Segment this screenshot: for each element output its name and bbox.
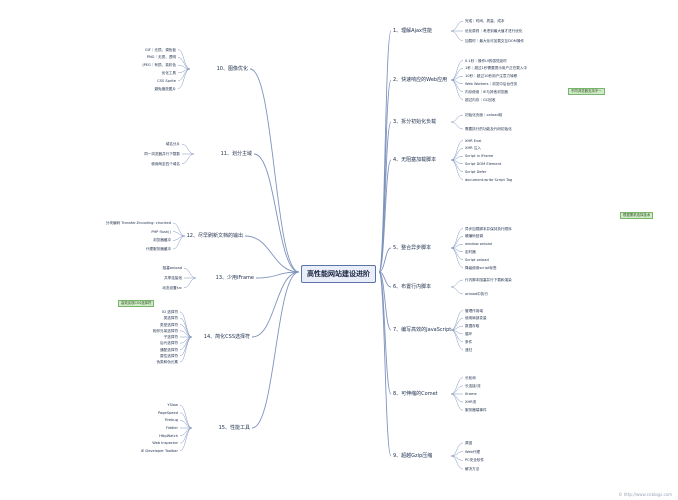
branch-efficient-js[interactable]: 7、编写高效的JavaScript (393, 327, 452, 333)
subtopic[interactable]: 数据存取 (465, 324, 480, 329)
subtopic[interactable]: 域名分片 (165, 142, 180, 147)
branch-early-flush[interactable]: 12、尽早刷新文档的输出 (186, 233, 243, 239)
subtopic[interactable]: 10秒｜超过10秒用户注意力转移 (465, 74, 518, 79)
subtopic[interactable]: 超过内存｜GC回收 (465, 97, 496, 102)
subtopic[interactable]: Web代理 (465, 449, 481, 454)
subtopic[interactable]: 动态设置src (162, 285, 182, 290)
subtopic[interactable]: window onload (465, 242, 492, 247)
branch-nonblocking-scripts[interactable]: 4、无阻塞加载脚本 (393, 157, 437, 163)
subtopic[interactable]: 循环 (465, 331, 473, 336)
branch-domain-sharding[interactable]: 11、划分主域 (220, 151, 252, 157)
subtopic[interactable]: 需要执行的功能及代码初始化 (465, 127, 512, 131)
subtopic[interactable]: 通配选择符 (160, 347, 178, 352)
subtopic[interactable]: 分块编码 Transfer-Encoding: chunked (105, 221, 171, 225)
branch-scalable-comet[interactable]: 8、可伸缩的Comet (393, 391, 438, 397)
subtopic[interactable]: 完成｜时间、质量、成本 (465, 19, 505, 24)
subtopic[interactable]: Web Workers｜浏览中后台任务 (465, 81, 518, 86)
subtopic[interactable]: 使用两至四个域名 (151, 161, 180, 166)
branch-performance-tools[interactable]: 15、性能工具 (218, 425, 250, 431)
branch-ajax-performance[interactable]: 1、理解Ajax性能 (393, 28, 433, 34)
subtopic[interactable]: 类型选择符 (160, 322, 178, 327)
subtopic[interactable]: 异步加载脚本并保持执行顺序 (465, 226, 512, 231)
note-browser-support: 不同浏览器支持不一 (568, 88, 605, 95)
subtopic[interactable]: CSS Sprite (157, 78, 176, 83)
subtopic[interactable]: 浏览器缓冲 (153, 238, 171, 243)
subtopic[interactable]: 相邻兄弟选择符 (152, 328, 178, 333)
subtopic[interactable]: JPEG｜有损、真彩色 (142, 63, 176, 68)
branch-async-scripts[interactable]: 5、整合异步脚本 (393, 245, 432, 251)
branch-inline-scripts[interactable]: 6、布置行内脚本 (393, 284, 432, 290)
branch-split-initial-load[interactable]: 3、拆分初始化负载 (393, 119, 437, 125)
subtopic[interactable]: Firebug (164, 418, 178, 423)
subtopic[interactable]: 加载时｜最大化可加载交互DOM操作 (465, 38, 525, 43)
subtopic[interactable]: IE Developer Toolbar (140, 448, 178, 453)
subtopic[interactable]: Iframe (465, 392, 477, 396)
subtopic[interactable]: document.write Script Tag (465, 177, 513, 182)
subtopic[interactable]: Script Defer (465, 169, 487, 174)
subtopic[interactable]: HttpWatch (159, 433, 178, 438)
subtopic[interactable]: Web Inspector (152, 441, 178, 446)
subtopic[interactable]: PC安全软件 (465, 458, 485, 463)
subtopic[interactable]: 同一浏览器并行下载数 (144, 152, 180, 156)
subtopic[interactable]: PHP flush() (151, 229, 171, 234)
subtopic[interactable]: 内存使用｜IE与其他浏览器 (465, 89, 508, 94)
subtopic[interactable]: GIF｜无损、调色板 (144, 47, 176, 52)
branch-fewer-iframes[interactable]: 13、少用iFrame (215, 275, 254, 281)
subtopic[interactable]: ID 选择符 (162, 310, 178, 314)
subtopic[interactable]: Fiddler (165, 426, 178, 430)
branch-image-optimization[interactable]: 10、图像优化 (216, 66, 248, 72)
subtopic[interactable]: 阻塞onload (162, 266, 182, 271)
mindmap-center-topic[interactable]: 高性能网站建设进阶 (301, 265, 376, 283)
subtopic[interactable]: 伪类和伪元素 (156, 360, 178, 364)
subtopic[interactable]: 避免缩放图片 (154, 86, 176, 91)
subtopic[interactable]: 类选择符 (163, 316, 178, 321)
subtopic[interactable]: 使用局部变量 (465, 316, 487, 321)
subtopic[interactable]: XHR流 (465, 400, 477, 405)
subtopic[interactable]: 1秒｜超过1秒需要提示用户正在载入中 (465, 66, 528, 71)
subtopic[interactable]: 优化工具 (161, 70, 176, 75)
subtopic[interactable]: 长轮询 (465, 375, 476, 380)
subtopic[interactable]: XHR Eval (465, 138, 482, 143)
subtopic[interactable]: 长连接/流 (465, 383, 481, 388)
subtopic[interactable]: Script in iFrame (465, 154, 494, 159)
subtopic[interactable]: PageSpeed (158, 410, 178, 415)
subtopic[interactable]: 定时器 (465, 249, 476, 254)
subtopic[interactable]: PNG｜无损、透明 (146, 55, 176, 60)
subtopic[interactable]: 后代选择符 (160, 341, 178, 346)
subtopic[interactable]: YSlow (167, 403, 178, 408)
subtopic[interactable]: XHR 注入 (465, 146, 481, 151)
subtopic[interactable]: 服务器端事件 (465, 408, 487, 413)
note-choose-technique: 根据需求选择技术 (620, 212, 654, 219)
subtopic[interactable]: 硬编码回调 (465, 234, 483, 239)
branch-beyond-gzip[interactable]: 9、超越Gzip压缩 (393, 453, 433, 459)
subtopic[interactable]: 代理服务器缓冲 (145, 247, 171, 251)
subtopic[interactable]: Script DOM Element (465, 161, 502, 166)
subtopic[interactable]: 解决方法 (465, 467, 480, 471)
subtopic[interactable]: 共享连接池 (164, 276, 182, 280)
subtopic[interactable]: 初始化页面｜onload前 (465, 113, 503, 117)
subtopic[interactable]: 属性选择符 (160, 353, 178, 358)
subtopic[interactable]: Script onload (465, 257, 489, 262)
subtopic[interactable]: 管理作用域 (465, 308, 483, 313)
branch-css-selectors[interactable]: 14、简化CSS选择符 (203, 334, 250, 340)
subtopic[interactable]: 子选择符 (163, 335, 178, 339)
watermark: © http://www.cnblogs.com (618, 492, 672, 497)
subtopic[interactable]: 原因 (465, 441, 473, 445)
branch-responsive-web-app[interactable]: 2、快速响应的Web应用 (393, 77, 448, 83)
subtopic[interactable]: 条件 (465, 339, 473, 344)
subtopic[interactable]: 优化原则｜考虑到最大值才进行优化 (465, 29, 523, 33)
note-efficient-css: 高效实现CSS选择符 (118, 300, 155, 307)
subtopic[interactable]: 递归 (465, 347, 473, 352)
subtopic[interactable]: onload中执行 (465, 292, 488, 296)
subtopic[interactable]: 0.1秒｜操作UI的感觉延时 (465, 58, 507, 63)
subtopic[interactable]: 降级使用script标签 (465, 265, 497, 270)
subtopic[interactable]: 行内脚本阻塞并行下载和渲染 (465, 278, 512, 282)
